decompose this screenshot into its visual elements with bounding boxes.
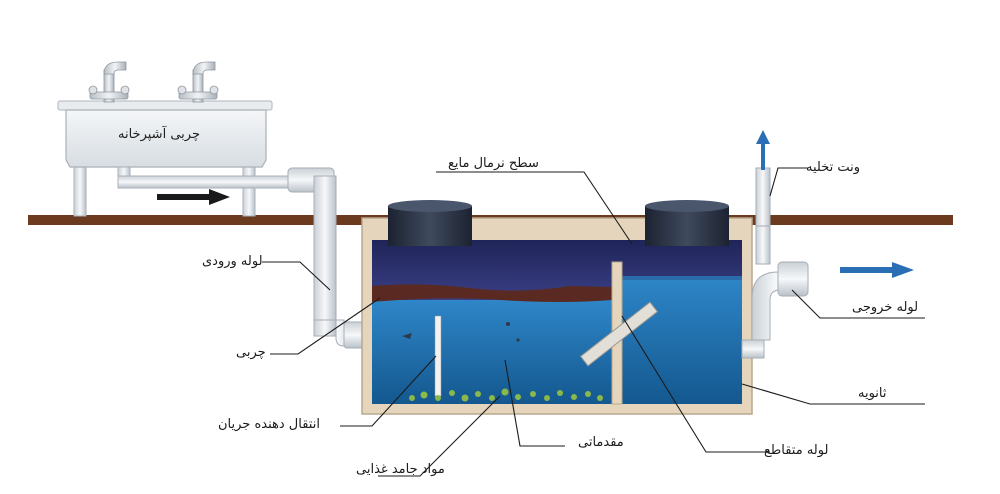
- liquid-surface-secondary: [612, 276, 742, 280]
- label-normal-liquid-level: سطح نرمال مایع: [448, 156, 539, 171]
- inlet-pipe-coupling: [343, 321, 365, 349]
- faucet-left: [88, 61, 130, 103]
- leader-vent: [769, 167, 808, 197]
- leader-lines: [262, 167, 925, 477]
- outlet-pipe-inner: [741, 339, 765, 359]
- label-cross-pipe: لوله متقاطع: [764, 443, 829, 458]
- food-solids: [409, 388, 603, 402]
- vent-arrow: [756, 130, 770, 170]
- label-kitchen-grease: چربی آشپرخانه: [118, 127, 200, 142]
- leader-food-solids: [378, 395, 501, 477]
- label-grease: چربی: [236, 345, 266, 360]
- label-vent: ونت تخلیه: [806, 160, 860, 175]
- label-secondary: ثانویه: [858, 386, 887, 401]
- leader-liquid-level: [436, 171, 633, 245]
- grease-layer: [372, 284, 612, 302]
- flow-arrow-blue: [840, 262, 914, 278]
- leader-secondary: [741, 383, 925, 405]
- leader-primary: [504, 359, 565, 447]
- label-outlet-pipe: لوله خروجی: [852, 300, 919, 315]
- tank-water-primary: [372, 300, 612, 404]
- sink-rim: [57, 100, 273, 111]
- leader-outlet: [791, 289, 925, 319]
- vent-pipe-lower: [755, 225, 771, 265]
- tank-cover-left: [388, 200, 472, 246]
- label-flow-diverter: انتقال دهنده جریان: [218, 417, 320, 432]
- faucet-right: [177, 61, 219, 103]
- tank-cover-right: [645, 200, 729, 246]
- sink-basin: [65, 109, 267, 168]
- floating-particles: [402, 322, 520, 342]
- label-inlet-pipe: لوله ورودی: [202, 254, 263, 269]
- inlet-pipe-vertical: [313, 175, 337, 337]
- leader-grease: [270, 297, 381, 355]
- label-primary: مقدماتی: [578, 435, 624, 450]
- leader-flow-diverter: [340, 355, 437, 427]
- tank-water-secondary: [612, 276, 742, 404]
- leader-cross-pipe: [621, 315, 770, 453]
- label-food-solids: مواد جامد غذایی: [356, 462, 445, 477]
- flow-arrow-dark: [157, 189, 230, 205]
- leader-inlet: [262, 261, 331, 291]
- outlet-pipe-coupling: [777, 261, 809, 297]
- cross-pipe-shape: [579, 301, 659, 367]
- vent-pipe: [755, 167, 771, 231]
